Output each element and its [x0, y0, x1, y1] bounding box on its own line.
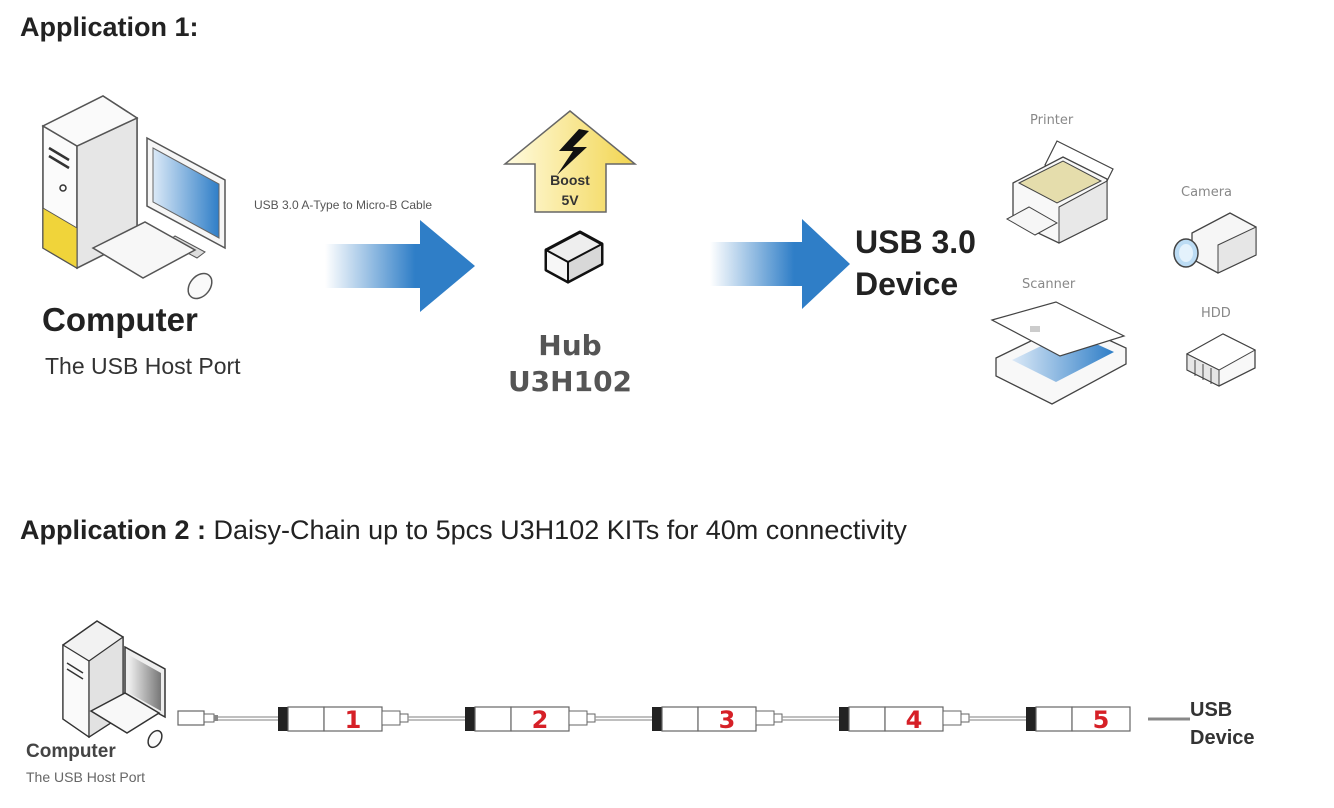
- kit-number-2: 2: [532, 706, 549, 734]
- usb-plug-icon: [755, 710, 775, 726]
- kit-cap: [652, 707, 662, 731]
- computer-icon: [41, 95, 226, 300]
- application-1-heading: Application 1:: [20, 12, 199, 42]
- hub-label: Hub U3H102: [507, 329, 633, 398]
- hdd-icon: [1185, 333, 1257, 387]
- usb-plug-icon: [942, 710, 962, 726]
- kit-body: [1071, 706, 1131, 732]
- printer-label: Printer: [1030, 113, 1074, 128]
- kit-number-4: 4: [906, 706, 923, 734]
- usb-plug-tip: [960, 713, 970, 723]
- kit-body: [884, 706, 944, 732]
- chain-computer-subtitle: The USB Host Port: [26, 769, 146, 785]
- usb3-device-label: USB 3.0 Device: [855, 224, 976, 302]
- cable-label: USB 3.0 A-Type to Micro-B Cable: [254, 198, 433, 212]
- hdd-label: HDD: [1201, 306, 1231, 321]
- extender-kit: 4: [839, 706, 944, 734]
- kit-cap: [1026, 707, 1036, 731]
- hub-device-icon: [544, 230, 604, 284]
- kit-cap: [278, 707, 288, 731]
- chain-computer-title: Computer: [26, 741, 116, 762]
- daisy-chain-diagram: 1 2 3 4 5: [177, 706, 1190, 734]
- computer-subtitle: The USB Host Port: [45, 353, 241, 379]
- kit-connector: [661, 706, 699, 732]
- kit-number-1: 1: [345, 706, 362, 734]
- usb-plug-tip: [586, 713, 596, 723]
- camera-label: Camera: [1181, 185, 1233, 200]
- camera-icon: [1173, 212, 1257, 274]
- extender-kit: 3: [652, 706, 757, 734]
- extender-kit: 2: [465, 706, 570, 734]
- usb-plug-icon: [568, 710, 588, 726]
- application-2-heading: Application 2 : Daisy-Chain up to 5pcs U…: [20, 515, 907, 545]
- lightning-icon: [557, 129, 589, 175]
- kit-cap: [465, 707, 475, 731]
- kit-number-3: 3: [719, 706, 736, 734]
- boost-label-2: 5V: [561, 192, 579, 208]
- scanner-icon: [990, 301, 1127, 405]
- kit-cap: [839, 707, 849, 731]
- boost-label-1: Boost: [550, 172, 590, 188]
- kit-connector: [287, 706, 325, 732]
- usb-plug-tip: [399, 713, 409, 723]
- boost-arrow-icon: Boost 5V: [503, 110, 637, 213]
- kit-connector: [474, 706, 512, 732]
- arrow-right-icon: [325, 220, 475, 312]
- kit-number-5: 5: [1093, 706, 1110, 734]
- scanner-label: Scanner: [1022, 277, 1076, 292]
- printer-icon: [1005, 140, 1114, 244]
- usb-plug-icon: [177, 710, 218, 726]
- kit-connector: [1035, 706, 1073, 732]
- arrow-right-icon-2: [710, 219, 850, 309]
- computer-icon-small: [62, 620, 166, 749]
- kit-connector: [848, 706, 886, 732]
- usb-plug-icon: [381, 710, 401, 726]
- extender-kit: 1: [278, 706, 383, 734]
- usb-plug-tip: [773, 713, 783, 723]
- chain-usb-device-label: USB Device: [1190, 699, 1255, 749]
- extender-kit: 5: [1026, 706, 1131, 734]
- computer-title: Computer: [42, 301, 198, 338]
